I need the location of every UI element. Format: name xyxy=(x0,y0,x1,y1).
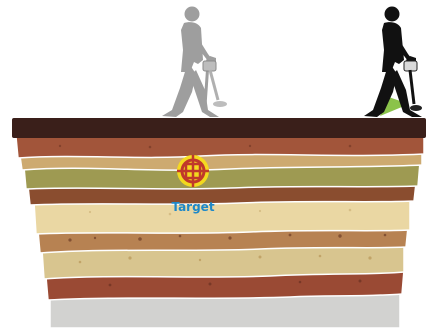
target-marker-icon xyxy=(177,155,209,187)
person-silhouette-end xyxy=(364,6,422,117)
soil-layer-topsoil xyxy=(15,136,425,159)
metal-detector-icon xyxy=(403,60,422,111)
soil-speckles xyxy=(58,144,387,287)
target-label: Target xyxy=(171,200,214,214)
ground-surface xyxy=(12,118,426,138)
soil-layers xyxy=(15,136,425,328)
